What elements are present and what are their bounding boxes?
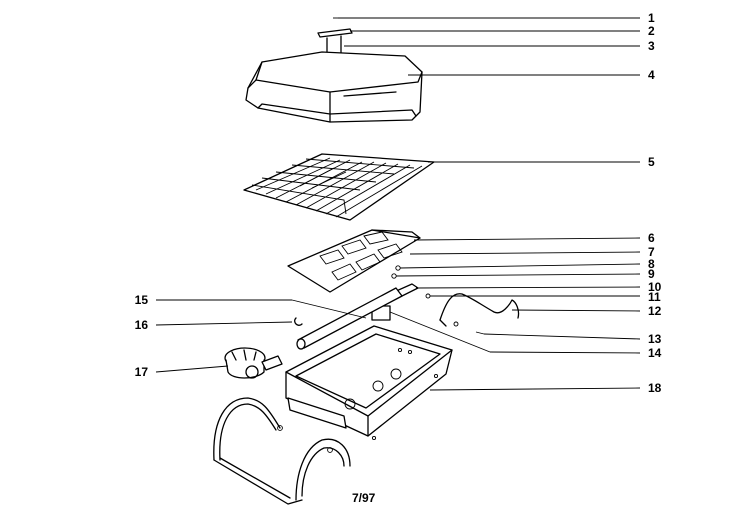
callout-5: 5	[648, 155, 655, 169]
callout-6: 6	[648, 231, 655, 245]
cooking-grate-part	[243, 153, 435, 221]
callout-16: 16	[134, 318, 148, 332]
callout-13: 13	[648, 332, 662, 346]
heat-plate-part	[287, 229, 421, 293]
callout-4: 4	[648, 68, 655, 82]
callout-1: 1	[648, 11, 655, 25]
callout-7: 7	[648, 245, 655, 259]
wire-support-part	[439, 293, 520, 335]
callout-11: 11	[648, 290, 661, 304]
firebox-base-part	[285, 325, 453, 441]
regulator-valve-part	[224, 347, 283, 379]
callout-10: 10	[648, 280, 662, 294]
callout-2: 2	[648, 24, 655, 38]
revision-code: 7/97	[352, 491, 376, 505]
leader-lines	[155, 17, 641, 391]
clip-part	[294, 317, 303, 326]
burner-tube-part	[296, 287, 403, 350]
callout-8: 8	[648, 257, 655, 271]
callout-14: 14	[648, 346, 662, 360]
grill-lid-part	[245, 51, 423, 123]
callout-12: 12	[648, 304, 662, 318]
callout-9: 9	[648, 267, 655, 281]
callout-3: 3	[648, 39, 655, 53]
callout-17: 17	[134, 365, 148, 379]
folding-leg-stand-part	[213, 397, 351, 505]
callout-15: 15	[134, 293, 148, 307]
callout-18: 18	[648, 381, 662, 395]
